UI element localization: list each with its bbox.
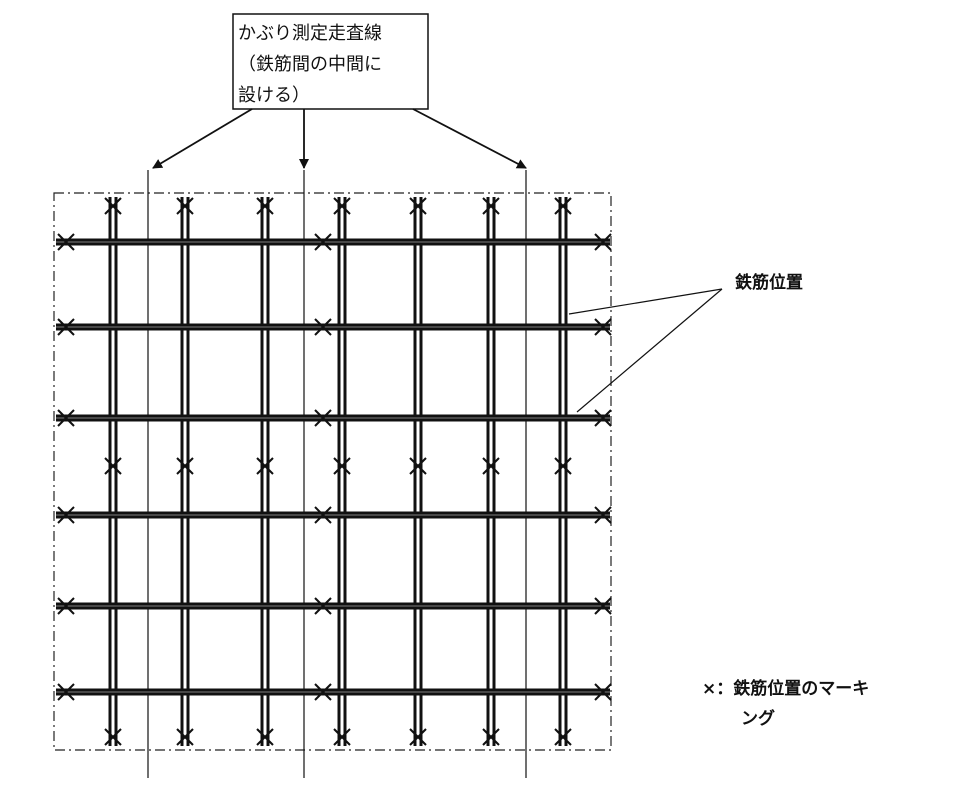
rebar-marking xyxy=(594,409,612,427)
rebar-marking xyxy=(409,197,427,215)
rebar-marking xyxy=(176,728,194,746)
rebar-marking xyxy=(314,409,332,427)
rebar-marking xyxy=(57,597,75,615)
rebar-marking xyxy=(256,457,274,475)
scan-line-callout: かぶり測定走査線 （鉄筋間の中間に 設ける） xyxy=(232,13,429,110)
rebar-marking xyxy=(57,233,75,251)
rebar-marking xyxy=(256,197,274,215)
rebar-marking xyxy=(256,728,274,746)
marking-legend: ×：鉄筋位置のマーキ ング xyxy=(702,678,869,729)
rebar-marking xyxy=(104,728,122,746)
rebar-marking xyxy=(594,318,612,336)
callout-text-line1: かぶり測定走査線 xyxy=(238,23,382,44)
rebar-position-label: 鉄筋位置 xyxy=(735,272,803,293)
rebar-marking xyxy=(482,197,500,215)
rebar-marking xyxy=(594,683,612,701)
callout-text-line2: （鉄筋間の中間に xyxy=(238,54,382,75)
rebar-marking xyxy=(57,409,75,427)
rebar-marking xyxy=(314,506,332,524)
horizontal-rebars xyxy=(56,238,610,696)
rebar-marking xyxy=(176,457,194,475)
callout-arrow-left xyxy=(152,108,253,169)
rebar-marking xyxy=(333,457,351,475)
rebar-marking xyxy=(554,457,572,475)
vertical-rebars xyxy=(108,197,568,746)
rebar-marking xyxy=(594,233,612,251)
rebar-marking xyxy=(314,233,332,251)
legend-text-line2: ング xyxy=(741,708,775,729)
rebar-marking xyxy=(314,318,332,336)
rebar-marking xyxy=(409,728,427,746)
scan-lines xyxy=(147,170,527,778)
callout-box xyxy=(232,13,429,110)
rebar-marking xyxy=(57,683,75,701)
rebar-marking xyxy=(482,728,500,746)
rebar-marking xyxy=(409,457,427,475)
rebar-marking xyxy=(176,197,194,215)
callout-arrow-right xyxy=(412,108,527,169)
rebar-marking xyxy=(594,597,612,615)
rebar-marking xyxy=(554,197,572,215)
callout-text-line3: 設ける） xyxy=(238,85,310,106)
rebar-leader-line-upper xyxy=(568,288,723,315)
rebar-marking xyxy=(104,457,122,475)
rebar-marking xyxy=(314,597,332,615)
rebar-marking xyxy=(104,197,122,215)
rebar-marking xyxy=(554,728,572,746)
measurement-area-outline xyxy=(53,192,612,751)
rebar-leader-line-lower xyxy=(576,288,723,413)
rebar-marking xyxy=(314,683,332,701)
rebar-marking xyxy=(333,197,351,215)
rebar-marking xyxy=(57,318,75,336)
rebar-marking xyxy=(594,506,612,524)
rebar-position-markings xyxy=(57,197,612,746)
legend-text-line1: ×：鉄筋位置のマーキ xyxy=(702,678,869,699)
rebar-marking xyxy=(57,506,75,524)
rebar-marking xyxy=(333,728,351,746)
rebar-marking xyxy=(482,457,500,475)
